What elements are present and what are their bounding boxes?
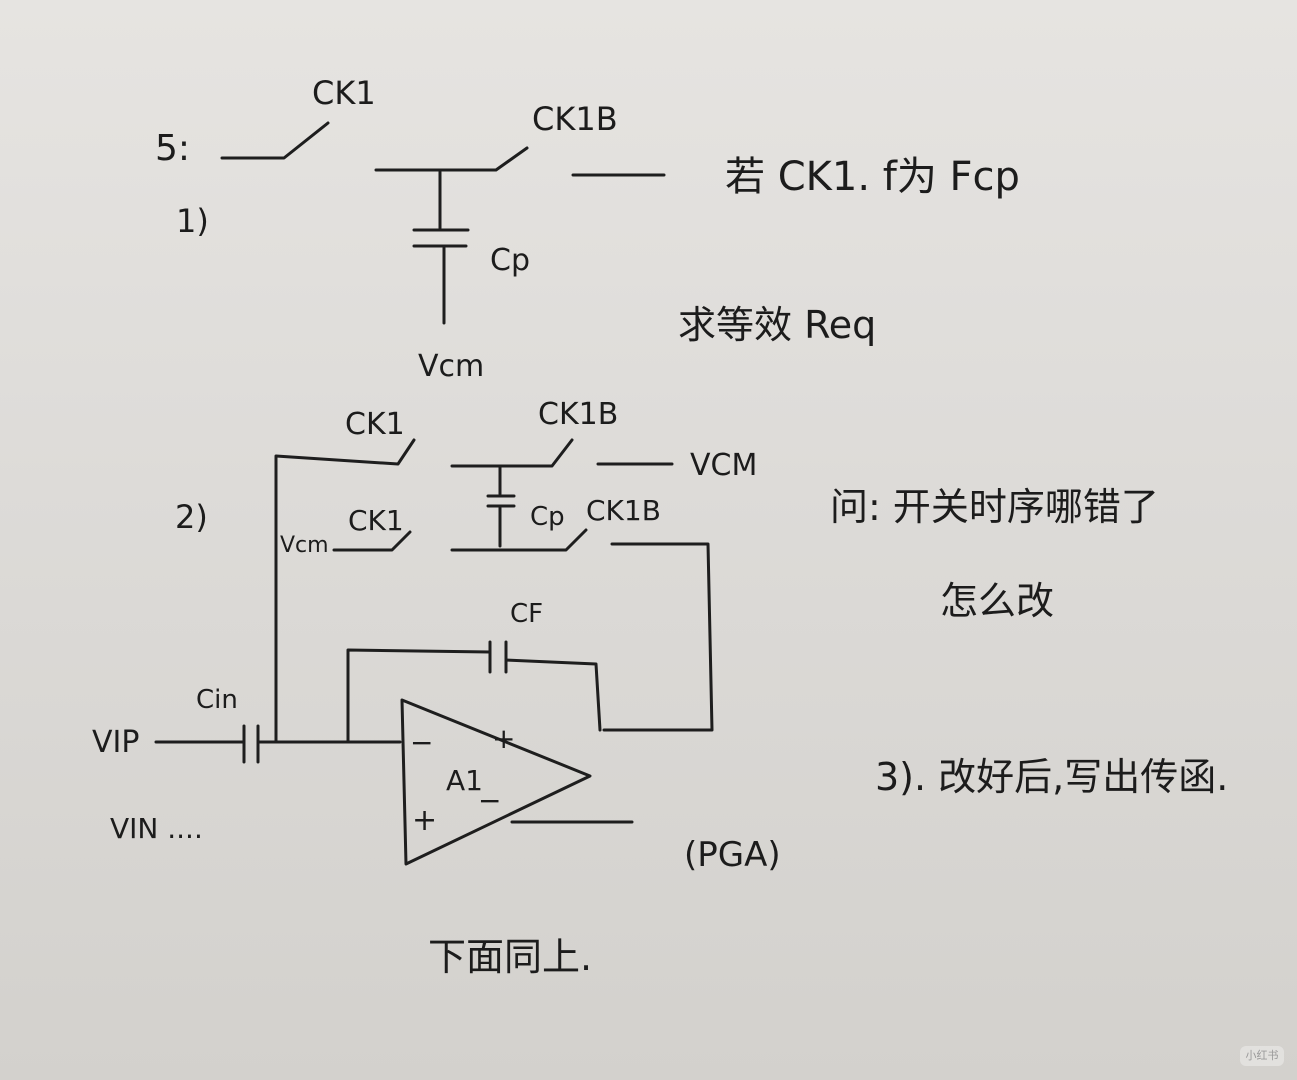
part2-top-switch-ck1b [450, 438, 574, 468]
part1-capacitor-cp [412, 170, 470, 325]
part1-label-cp: Cp [490, 243, 530, 278]
part2-opamp-out-plus: + [492, 722, 515, 755]
part1-label-ck1b: CK1B [532, 100, 618, 138]
part2-feedback-wire-right [602, 542, 714, 732]
part1-switch-ck1b [374, 146, 529, 172]
part2-label-vcm-left: Vcm [280, 533, 329, 558]
part2-index: 2) [175, 498, 208, 536]
part2-label-vcm-top: VCM [690, 448, 757, 483]
part1-switch-ck1 [220, 121, 330, 160]
part1-label-vcm: Vcm [418, 349, 484, 384]
part2-capacitor-cin [154, 724, 402, 764]
part2-opamp-out-minus: − [478, 784, 501, 817]
part2-bottom-switch-ck1b [450, 528, 588, 552]
part1-index: 1) [176, 202, 209, 240]
watermark-logo: 小红书 [1240, 1046, 1284, 1066]
problem-number: 5: [155, 128, 190, 169]
part2-label-cin: Cin [196, 685, 238, 715]
part2-bottom-switch-ck1 [332, 530, 412, 552]
part2-label-top-ck1b: CK1B [538, 397, 618, 432]
part2-label-a1: A1 [446, 764, 483, 797]
part3-text: 3). 改好后,写出传函. [875, 755, 1228, 799]
part2-note-below: 下面同上. [428, 935, 592, 979]
part2-opamp-plus: + [412, 803, 437, 838]
part2-top-switch-ck1 [274, 438, 416, 744]
part2-label-cp: Cp [530, 502, 565, 532]
part1-label-ck1: CK1 [312, 74, 376, 112]
part2-label-vip: VIP [92, 725, 139, 760]
part2-question-a: 问: 开关时序哪错了 [830, 485, 1159, 529]
part2-question-b: 怎么改 [940, 579, 1054, 623]
part2-label-cf: CF [510, 599, 543, 629]
part2-label-top-ck1: CK1 [345, 407, 405, 442]
part1-question: 求等效 Req [678, 303, 876, 347]
part2-opamp-minus: − [410, 726, 433, 759]
part2-label-vin: VIN .... [110, 812, 203, 845]
part2-label-pga: (PGA) [684, 835, 781, 875]
part2-capacitor-cp [486, 464, 516, 548]
part2-opamp-a1 [400, 698, 592, 866]
part1-condition: 若 CK1. f为 Fcp [725, 154, 1020, 200]
part2-label-bottom-ck1b: CK1B [586, 494, 661, 527]
part2-label-bottom-ck1: CK1 [348, 504, 404, 537]
part2-capacitor-cf [346, 640, 602, 744]
